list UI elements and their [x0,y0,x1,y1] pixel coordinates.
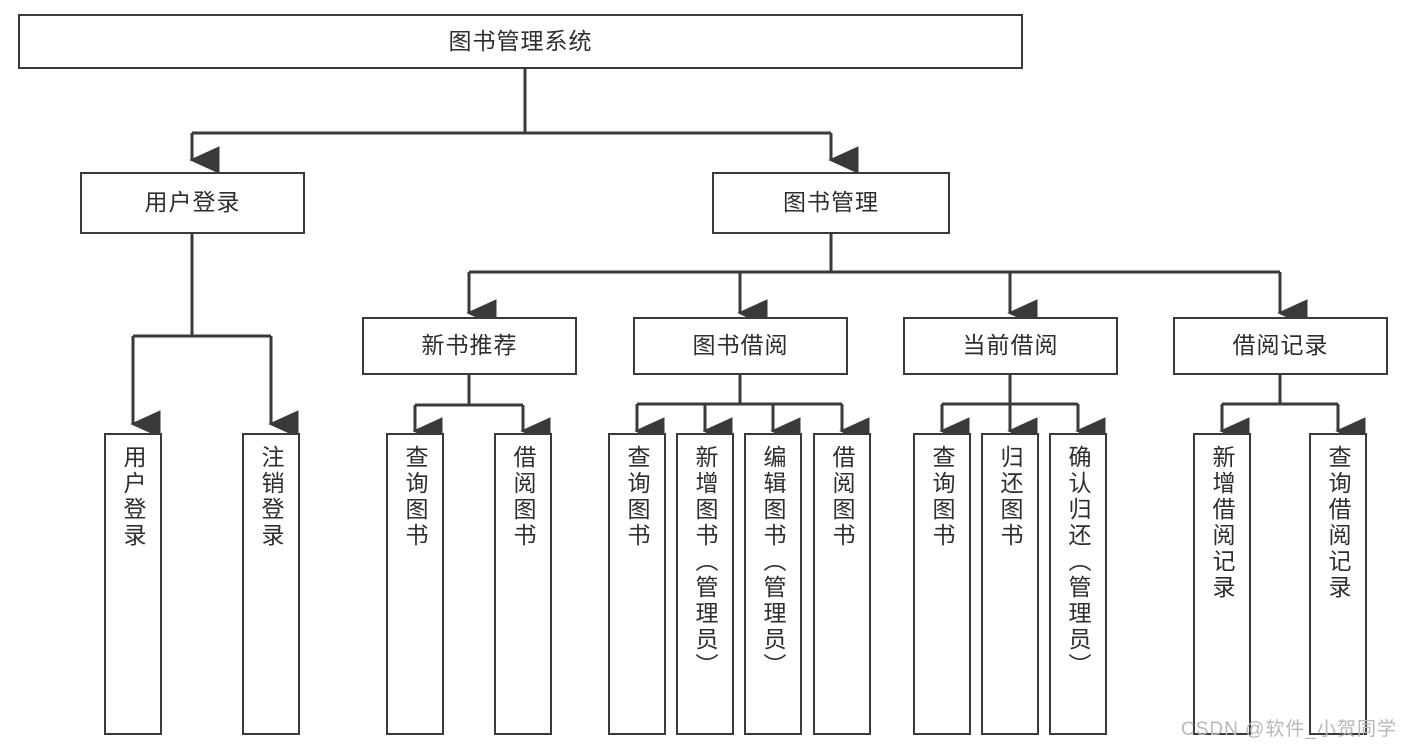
leaf-borrow-record-query-record[interactable]: 查询借阅记录 [1309,433,1367,735]
node-label: 查询图书 [624,445,651,549]
node-current-borrow[interactable]: 当前借阅 [903,317,1118,375]
node-borrow-record[interactable]: 借阅记录 [1173,317,1388,375]
node-label: 用户登录 [120,445,147,549]
node-label: 查询图书 [402,445,429,549]
node-label: 新书推荐 [421,332,518,359]
node-label: 借阅图书 [829,445,856,549]
node-label: 归还图书 [997,445,1024,549]
leaf-user-login-login[interactable]: 用户登录 [104,433,162,735]
leaf-book-borrow-edit-book-admin[interactable]: 编辑图书（管理员） [744,433,802,735]
node-book-management[interactable]: 图书管理 [712,172,950,234]
node-user-login[interactable]: 用户登录 [80,172,305,234]
node-label: 确认归还（管理员） [1065,445,1092,679]
node-label: 查询借阅记录 [1325,445,1352,601]
node-new-book-recommend[interactable]: 新书推荐 [362,317,577,375]
leaf-book-borrow-add-book-admin[interactable]: 新增图书（管理员） [676,433,734,735]
node-label: 当前借阅 [962,332,1059,359]
node-root-book-management-system[interactable]: 图书管理系统 [18,14,1023,69]
leaf-new-book-query-book[interactable]: 查询图书 [386,433,444,735]
node-label: 用户登录 [144,189,241,216]
watermark-text: CSDN @软件_小贺同学 [1181,719,1397,740]
node-label: 图书管理系统 [448,27,593,54]
leaf-current-borrow-return-book[interactable]: 归还图书 [981,433,1039,735]
leaf-current-borrow-query-book[interactable]: 查询图书 [913,433,971,735]
node-label: 编辑图书（管理员） [760,445,787,679]
node-label: 查询图书 [929,445,956,549]
leaf-current-borrow-confirm-return-admin[interactable]: 确认归还（管理员） [1049,433,1107,735]
node-label: 注销登录 [258,445,285,549]
leaf-borrow-record-add-record[interactable]: 新增借阅记录 [1193,433,1251,735]
leaf-book-borrow-query-book[interactable]: 查询图书 [608,433,666,735]
node-label: 借阅图书 [510,445,537,549]
node-label: 图书借阅 [692,332,789,359]
node-book-borrow[interactable]: 图书借阅 [633,317,848,375]
node-label: 借阅记录 [1232,332,1329,359]
node-label: 新增图书（管理员） [692,445,719,679]
node-label: 新增借阅记录 [1209,445,1236,601]
leaf-new-book-borrow-book[interactable]: 借阅图书 [494,433,552,735]
leaf-user-login-logout[interactable]: 注销登录 [242,433,300,735]
node-label: 图书管理 [783,189,879,216]
leaf-book-borrow-borrow-book[interactable]: 借阅图书 [813,433,871,735]
